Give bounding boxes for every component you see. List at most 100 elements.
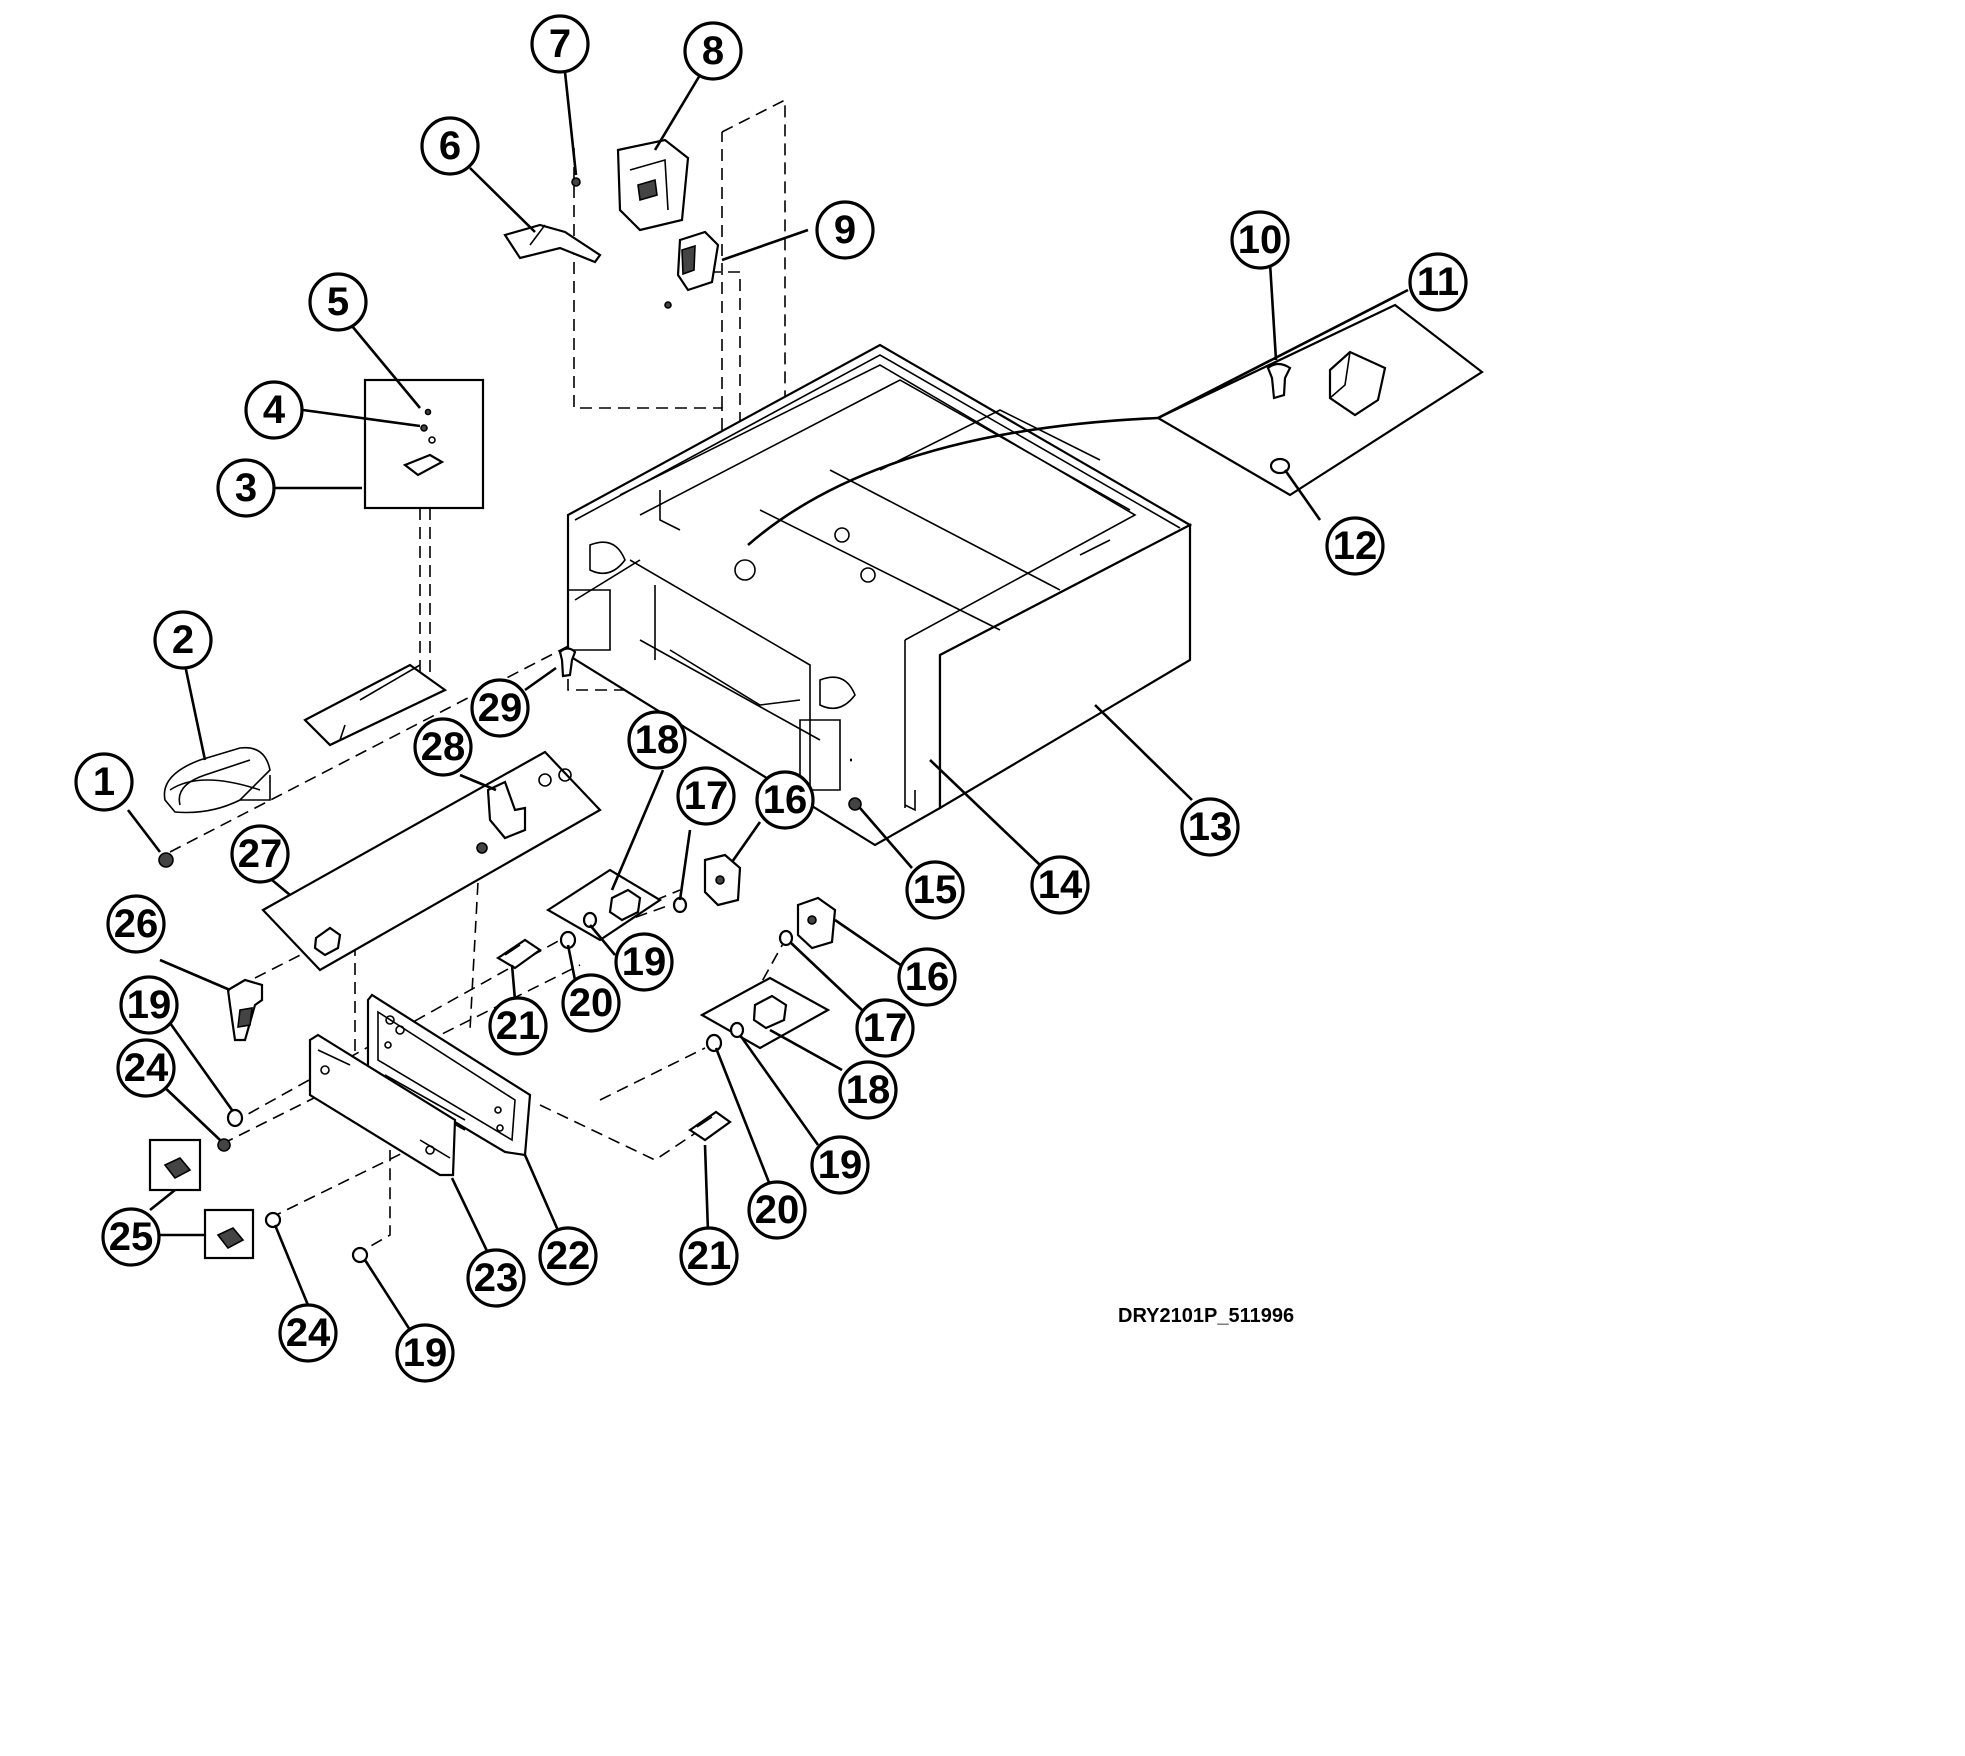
svg-text:16: 16 [763,778,808,822]
part-18-switch-group-upper [545,868,663,942]
svg-text:6: 6 [439,124,461,168]
callout-21-upper: 21 [488,996,548,1056]
part-26-key-lock [226,978,264,1042]
svg-text:11: 11 [1417,260,1459,304]
svg-text:26: 26 [114,902,159,946]
part-21-lamp-lower [688,1110,732,1142]
svg-text:2: 2 [172,618,194,662]
callout-26: 26 [106,894,166,954]
callout-13: 13 [1180,797,1240,857]
part-1-screw [158,852,174,868]
callout-2: 2 [153,610,213,670]
callout-10: 10 [1230,210,1290,270]
svg-text:4: 4 [263,388,286,432]
callout-20-upper: 20 [561,973,621,1033]
svg-text:24: 24 [124,1046,169,1090]
callout-1: 1 [74,752,134,812]
part-21-lamp-upper [495,938,542,970]
part-12-grommet [1269,457,1291,475]
svg-text:14: 14 [1038,863,1083,907]
callout-19-a: 19 [119,975,179,1035]
callout-4: 4 [244,380,304,440]
callout-21-lower: 21 [679,1226,739,1286]
callout-29: 29 [470,678,530,738]
callout-15: 15 [905,860,965,920]
svg-text:28: 28 [421,725,466,769]
part-24-nut-group [217,1138,282,1229]
svg-text:22: 22 [546,1234,591,1278]
callout-23: 23 [466,1248,526,1308]
svg-text:7: 7 [549,22,571,66]
part-16-switch-upper [703,853,742,907]
svg-text:18: 18 [635,718,680,762]
callout-16-upper: 16 [755,770,815,830]
callout-27: 27 [230,824,290,884]
part-28-bracket [486,780,527,840]
part-8-timer [616,138,690,232]
callout-18-upper: 18 [627,710,687,770]
part-3-bracket-group [363,378,485,510]
part-23-front-panel [308,1033,457,1177]
svg-text:18: 18 [846,1068,891,1112]
leader-lines [126,71,1409,1331]
callout-22: 22 [538,1226,598,1286]
callout-11: 11 [1408,252,1468,312]
callout-12: 12 [1325,516,1385,576]
callout-3: 3 [216,458,276,518]
svg-text:17: 17 [684,774,729,818]
svg-text:19: 19 [622,940,667,984]
part-17-washer-lower [778,929,794,947]
svg-text:5: 5 [327,280,349,324]
svg-text:17: 17 [863,1006,908,1050]
callout-17-upper: 17 [676,766,736,826]
drawing-id: DRY2101P_511996 [1118,1305,1294,1327]
callout-19-c: 19 [810,1135,870,1195]
part-switch-bracket [303,663,448,747]
callout-8: 8 [683,21,743,81]
svg-text:16: 16 [905,955,950,999]
svg-text:23: 23 [474,1256,519,1300]
callout-6: 6 [420,116,480,176]
svg-text:13: 13 [1188,805,1233,849]
callout-18-lower: 18 [838,1060,898,1120]
part-2-harness-clip [163,746,271,814]
callout-25: 25 [101,1207,161,1267]
svg-text:19: 19 [818,1143,863,1187]
svg-text:19: 19 [403,1331,448,1375]
svg-text:3: 3 [235,466,257,510]
part-27-switch-group [261,750,602,972]
callout-19-b: 19 [614,932,674,992]
svg-text:19: 19 [127,983,172,1027]
callout-17-lower: 17 [855,998,915,1058]
part-11-hinge-group [1155,303,1484,497]
svg-text:21: 21 [687,1234,732,1278]
part-17-washer-upper [672,896,688,914]
part-10-bolt [1266,362,1292,400]
svg-text:9: 9 [834,208,856,252]
callout-24-upper: 24 [116,1038,176,1098]
callout-20-lower: 20 [747,1180,807,1240]
svg-text:24: 24 [286,1311,331,1355]
svg-text:20: 20 [569,981,614,1025]
part-15-screw [848,797,862,811]
callout-24-lower: 24 [278,1303,338,1363]
callout-28: 28 [413,717,473,777]
part-7-screw [571,177,581,187]
svg-text:8: 8 [702,29,724,73]
callout-9: 9 [815,200,875,260]
callout-5: 5 [308,272,368,332]
svg-text:27: 27 [238,832,283,876]
callout-14: 14 [1030,855,1090,915]
callout-7: 7 [530,14,590,74]
svg-text:21: 21 [496,1004,541,1048]
svg-text:29: 29 [478,686,523,730]
part-9-relay [664,230,720,309]
callout-16-lower: 16 [897,947,957,1007]
svg-text:1: 1 [93,760,115,804]
part-18-switch-group-lower [699,976,831,1050]
svg-text:20: 20 [755,1188,800,1232]
svg-text:10: 10 [1238,218,1283,262]
svg-text:12: 12 [1333,524,1378,568]
part-19-washer-group [226,911,745,1264]
